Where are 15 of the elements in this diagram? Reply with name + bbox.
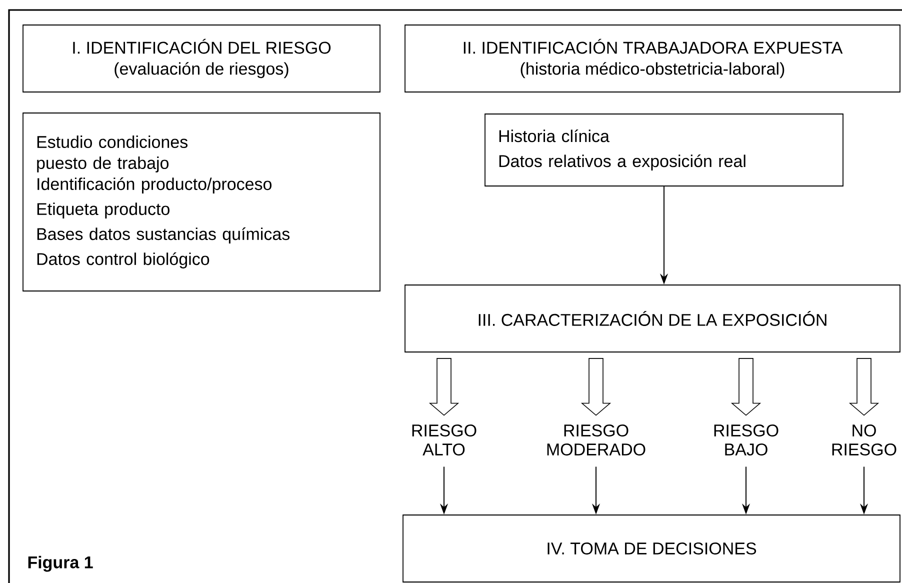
- block-arrow: [848, 358, 880, 416]
- outcome-label: RIESGO ALTO: [412, 424, 476, 456]
- block-arrow: [580, 358, 612, 416]
- process-box: IV. TOMA DE DECISIONES: [402, 514, 900, 582]
- list-box: Estudio condiciones puesto de trabajo Identificación producto/proceso Etiqueta producto Bases datos sustancias químicas Datos control biológico: [22, 112, 380, 292]
- list-box: Historia clínica Datos relativos a exposición real: [484, 114, 844, 186]
- outcome-label: NO RIESGO: [832, 424, 896, 456]
- outcome-label: RIESGO MODERADO: [547, 424, 646, 456]
- process-box: II. IDENTIFICACIÓN TRABAJADORA EXPUESTA (historia médico-obstetricia-laboral): [404, 24, 900, 92]
- process-box: I. IDENTIFICACIÓN DEL RIESGO (evaluación de riesgos): [22, 24, 380, 92]
- figure-label: Figura 1: [28, 556, 93, 572]
- outcome-label: RIESGO BAJO: [714, 424, 778, 456]
- process-box: III. CARACTERIZACIÓN DE LA EXPOSICIÓN: [404, 284, 900, 352]
- block-arrow: [428, 358, 460, 416]
- block-arrow: [730, 358, 762, 416]
